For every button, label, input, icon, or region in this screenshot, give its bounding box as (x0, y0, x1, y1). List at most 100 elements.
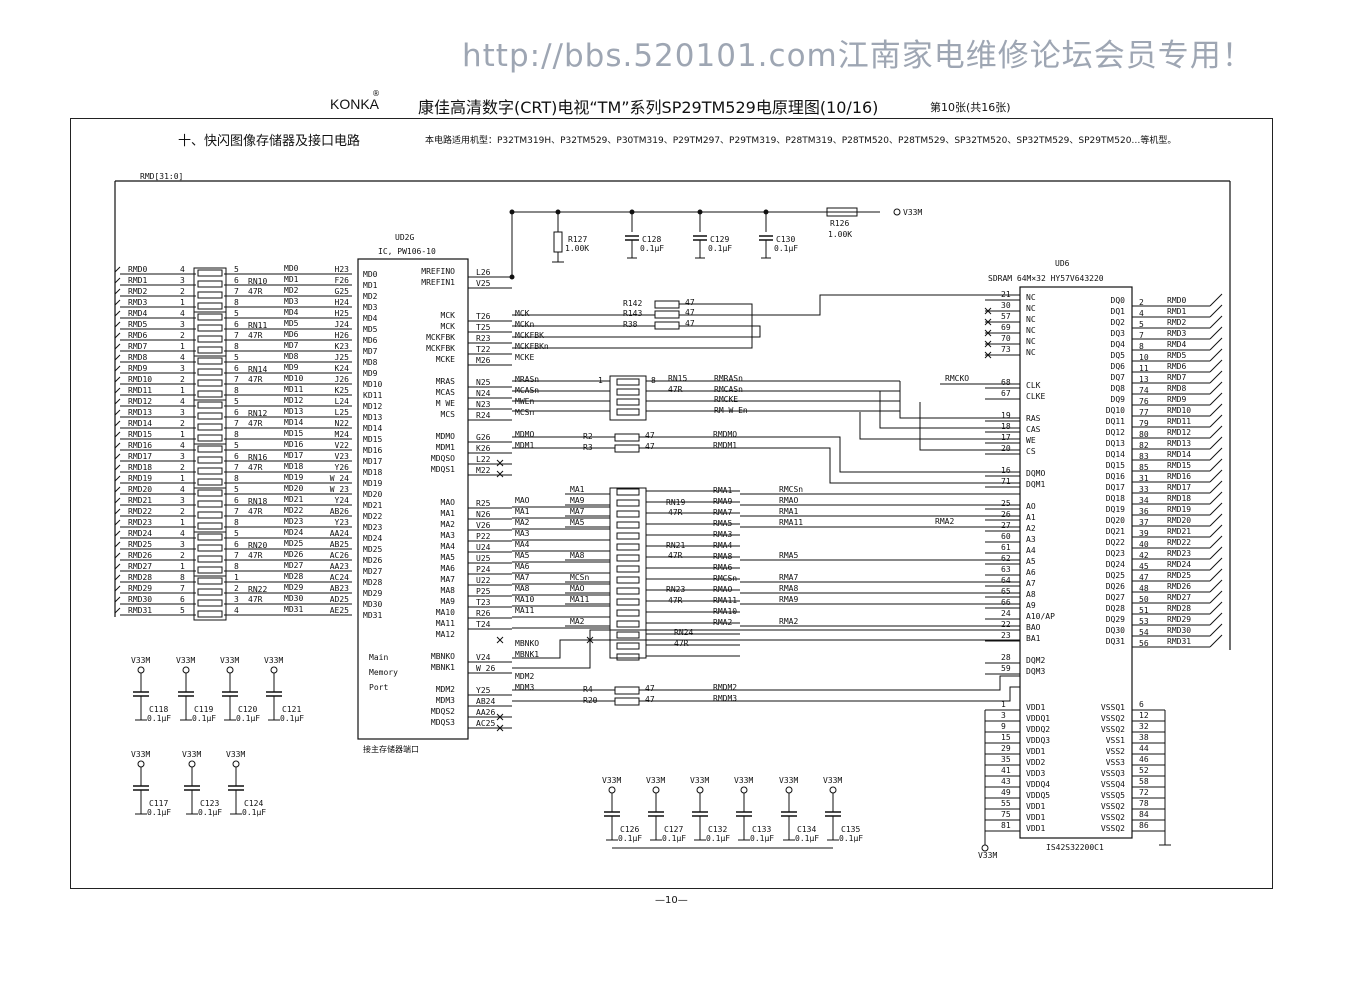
ud2g-right-ball: U24 (476, 543, 491, 552)
ball-label: W 23 (330, 485, 349, 494)
bus-entry (1209, 425, 1223, 439)
ud2g-right-net: MBNK1 (515, 650, 539, 659)
ud2g-left-pin: MD18 (363, 468, 382, 477)
ud6-ref: UD6 (1055, 259, 1070, 268)
ud6-right-num: 39 (1139, 529, 1149, 538)
cap-ref: C133 (752, 825, 771, 834)
rma-net-label: RMAO (713, 585, 732, 594)
rmd-net-label: RMD7 (128, 342, 147, 351)
ud2g-right-ball: U25 (476, 554, 491, 563)
series-resistor (614, 686, 640, 695)
ud2g-right-net: MDM1 (515, 441, 534, 450)
resistor-network-element (197, 335, 223, 343)
ud6-right-num: 76 (1139, 397, 1149, 406)
ball-label: J24 (335, 320, 350, 329)
ud2g-left-pin: MD8 (363, 358, 378, 367)
rn-pin-number: 3 (180, 452, 185, 461)
bus-entry (114, 288, 121, 295)
ud6-left-pin: A1 (1026, 513, 1036, 522)
ball-label: V23 (335, 452, 350, 461)
ud2g-left-pin: MD31 (363, 611, 382, 620)
ud2g-left-pin: MD0 (363, 270, 378, 279)
cap-value: 0.1μF (662, 834, 686, 843)
v33m-label: V33M (823, 776, 842, 785)
ud6-left-num: 73 (1001, 345, 1011, 354)
net-label: RM W En (714, 406, 748, 415)
rn-pin-number: 4 (180, 485, 185, 494)
rmcko-label: RMCKO (945, 374, 969, 383)
ud6-left-pin: VDDQ4 (1026, 780, 1050, 789)
ud6-right-num: 74 (1139, 386, 1149, 395)
ud6-left-num: 68 (1001, 378, 1011, 387)
ud2g-right-pin: MRAS (436, 377, 455, 386)
dqm0-wire (639, 436, 1020, 473)
ball-label: H25 (335, 309, 350, 318)
rn-element (616, 554, 640, 562)
ud2g-right-ball: N24 (476, 389, 491, 398)
ud2g-right-net: MA8 (515, 584, 530, 593)
rn-pin: 8 (651, 376, 656, 385)
md-net-label: MD4 (284, 308, 299, 317)
rmd-net-label: RMD23 (128, 518, 152, 527)
ud2g-right-pin: MDQS3 (431, 718, 455, 727)
rmb-net-label: RMA8 (779, 584, 798, 593)
md-net-label: MD18 (284, 462, 303, 471)
ud6-left-pin: DQMO (1026, 469, 1045, 478)
resistor-network-element (197, 467, 223, 475)
rma-net-label: RMA3 (713, 530, 732, 539)
ud2g-body (357, 258, 469, 740)
ud6-right-net: RMD16 (1167, 472, 1191, 481)
rn-pin-number: 7 (234, 507, 239, 516)
power-port-v33m (652, 786, 660, 794)
bus-entry (114, 596, 121, 603)
rmd-net-label: RMD6 (128, 331, 147, 340)
rn-pin-number: 1 (180, 474, 185, 483)
ud6-right-num: 45 (1139, 562, 1149, 571)
rn-pin-number: 6 (234, 320, 239, 329)
ud6-right-pin: DQ1 (1111, 307, 1126, 316)
ud6-left-pin: VDDQ1 (1026, 714, 1050, 723)
ball-label: K23 (335, 342, 350, 351)
ud2g-right-net: MCKFBKn (515, 342, 549, 351)
rn-pin-number: 7 (180, 584, 185, 593)
rn-pin-number: 5 (234, 309, 239, 318)
bus-entry (1209, 546, 1223, 560)
ud6-right-num: 10 (1139, 353, 1149, 362)
bus-entry (1209, 612, 1223, 626)
rma-net-label: RMCSn (713, 574, 737, 583)
bus-entry (114, 310, 121, 317)
ud6-right-net: RMD6 (1167, 362, 1186, 371)
ud2g-left-pin: MD7 (363, 347, 378, 356)
ma-net-label: MA11 (570, 595, 589, 604)
rmb-net-label: RMA11 (779, 518, 803, 527)
md-net-label: MD13 (284, 407, 303, 416)
no-connect-mark (984, 340, 992, 348)
rn-pin-number: 7 (234, 463, 239, 472)
ud6-right-net: RMD14 (1167, 450, 1191, 459)
ud2g-right-net: MDMO (515, 430, 534, 439)
cap-ref: C119 (194, 705, 213, 714)
ud6-left-pin: DQM2 (1026, 656, 1045, 665)
bus-entry (1209, 590, 1223, 604)
no-connect-mark (586, 636, 594, 644)
ud2g-left-pin: MD10 (363, 380, 382, 389)
ball-label: W 24 (330, 474, 349, 483)
resistor-network-pack (193, 443, 227, 489)
ud6-right-pin: DQ23 (1106, 549, 1125, 558)
ud2g-right-net: MCKFBK (515, 331, 544, 340)
ud2g-right-pin: MA2 (441, 520, 456, 529)
rn-element (616, 653, 640, 661)
rn-element (616, 378, 640, 386)
ud6-right-net: RMD3 (1167, 329, 1186, 338)
junction-dot (509, 209, 515, 215)
rma-net-label: RMA1 (713, 486, 732, 495)
bus-entry (1209, 469, 1223, 483)
ud6-left-pin: VDDQ5 (1026, 791, 1050, 800)
rn-element (616, 609, 640, 617)
rn19-ref: RN19 (666, 498, 685, 507)
bus-entry (1209, 348, 1223, 362)
rn-value: 47R (248, 551, 263, 560)
no-connect-mark (984, 329, 992, 337)
ma-net-label: MA8 (570, 551, 585, 560)
ud6-vss-pin: VSS2 (1106, 747, 1125, 756)
